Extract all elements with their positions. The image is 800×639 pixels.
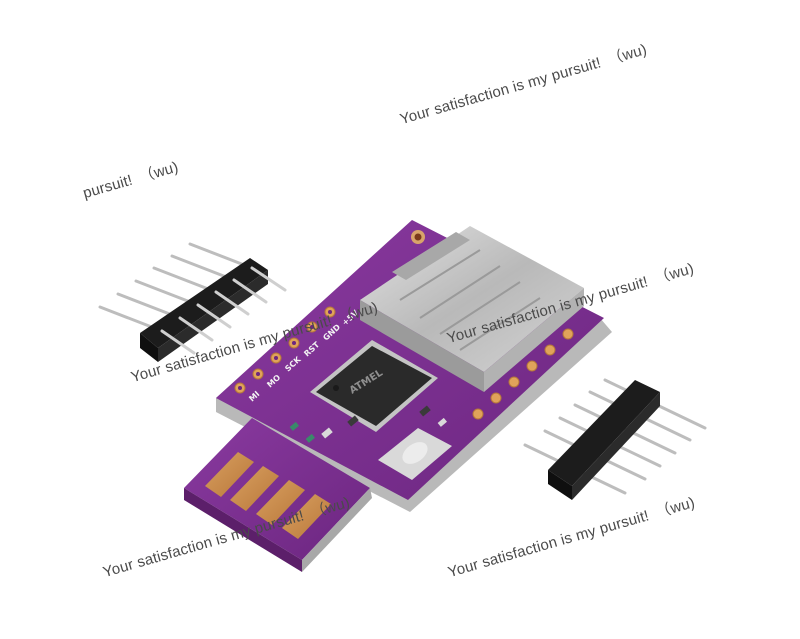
smd-components — [289, 405, 447, 443]
push-button — [378, 428, 452, 480]
pin-header-right — [523, 378, 707, 500]
header-plastic-right — [548, 380, 660, 486]
usb-plug — [184, 418, 370, 560]
usb-contacts — [205, 452, 331, 539]
pin-pads-right — [472, 328, 574, 420]
microcontroller-chip: ATMEL — [310, 340, 438, 432]
header-pins-lower — [160, 266, 287, 355]
microsd-slot — [360, 226, 584, 392]
pin-header-left — [98, 242, 287, 362]
pcb-board: MI MO SCK RST GND +5V ATMEL — [184, 220, 612, 572]
